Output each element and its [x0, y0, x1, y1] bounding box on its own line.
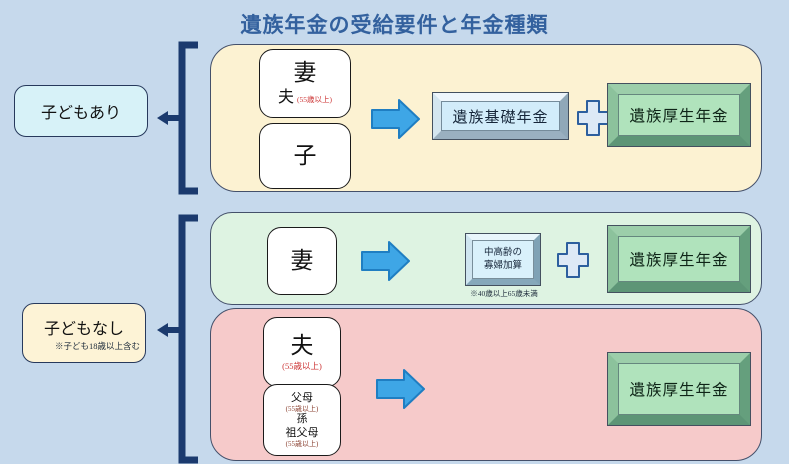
widow-addition-line2: 寡婦加算 [483, 260, 522, 271]
widow-addition-line1: 中高齢の [483, 248, 522, 259]
parents-age-note: (55歳以上) [285, 405, 319, 414]
widow-addition-label: 中高齢の 寡婦加算 [484, 247, 522, 272]
pension-kosei-label: 遺族厚生年金 [629, 382, 729, 399]
wife-label: 妻 [293, 60, 317, 86]
label-with-children-text: 子どもあり [40, 105, 121, 122]
member-box-relatives: 父母 (55歳以上) 孫 祖父母 (55歳以上) [263, 384, 341, 456]
grandparents-age-note: (55歳以上) [285, 439, 319, 448]
pension-box-kosei: 遺族厚生年金 [607, 83, 751, 147]
member-box-wife: 妻 [267, 227, 337, 295]
husband-age-note: (55歳以上) [297, 95, 332, 105]
member-box-husband: 夫 (55歳以上) [263, 317, 341, 387]
member-box-spouse: 妻 夫 (55歳以上) [259, 49, 351, 118]
plus-icon [577, 100, 609, 136]
section-others: 夫 (55歳以上) 父母 (55歳以上) 孫 祖父母 (55歳以上) 遺族厚生年… [210, 308, 762, 461]
pension-box-basic: 遺族基礎年金 [432, 92, 569, 140]
pension-box-kosei: 遺族厚生年金 [607, 225, 751, 293]
plus-icon [557, 242, 589, 278]
label-without-children-text: 子どもなし [43, 320, 124, 338]
label-with-children: 子どもあり [14, 85, 148, 137]
label-without-children: 子どもなし ※子ども18歳以上含む [22, 303, 146, 363]
pension-basic-label: 遺族基礎年金 [452, 109, 549, 126]
arrow-right-icon [376, 369, 425, 409]
widow-addition-box: 中高齢の 寡婦加算 [465, 233, 541, 286]
diagram-title: 遺族年金の受給要件と年金種類 [240, 13, 549, 37]
parents-label: 父母 [291, 392, 313, 405]
husband-label: 夫 [277, 89, 294, 107]
pension-box-kosei: 遺族厚生年金 [607, 352, 751, 426]
arrow-right-icon [371, 99, 420, 139]
husband-label: 夫 [290, 333, 314, 359]
section-with-children: 妻 夫 (55歳以上) 子 遺族基礎年金 遺族厚生年金 [210, 44, 762, 192]
arrow-right-icon [361, 241, 410, 281]
curly-brace-icon [157, 41, 198, 195]
section-wife-only: 妻 中高齢の 寡婦加算 ※40歳以上65歳未満 遺族厚生年金 [210, 212, 762, 305]
grandchild-label: 孫 [296, 413, 308, 426]
label-without-children-note: ※子ども18歳以上含む [54, 340, 140, 351]
member-box-child: 子 [259, 123, 351, 189]
grandparents-label: 祖父母 [285, 426, 319, 439]
widow-addition-note: ※40歳以上65歳未満 [470, 289, 538, 298]
pension-kosei-label: 遺族厚生年金 [629, 252, 729, 269]
curly-brace-icon [157, 214, 198, 464]
husband-age-note: (55歳以上) [282, 360, 322, 371]
wife-label: 妻 [290, 248, 314, 274]
child-label: 子 [293, 143, 317, 169]
pension-kosei-label: 遺族厚生年金 [629, 108, 729, 125]
